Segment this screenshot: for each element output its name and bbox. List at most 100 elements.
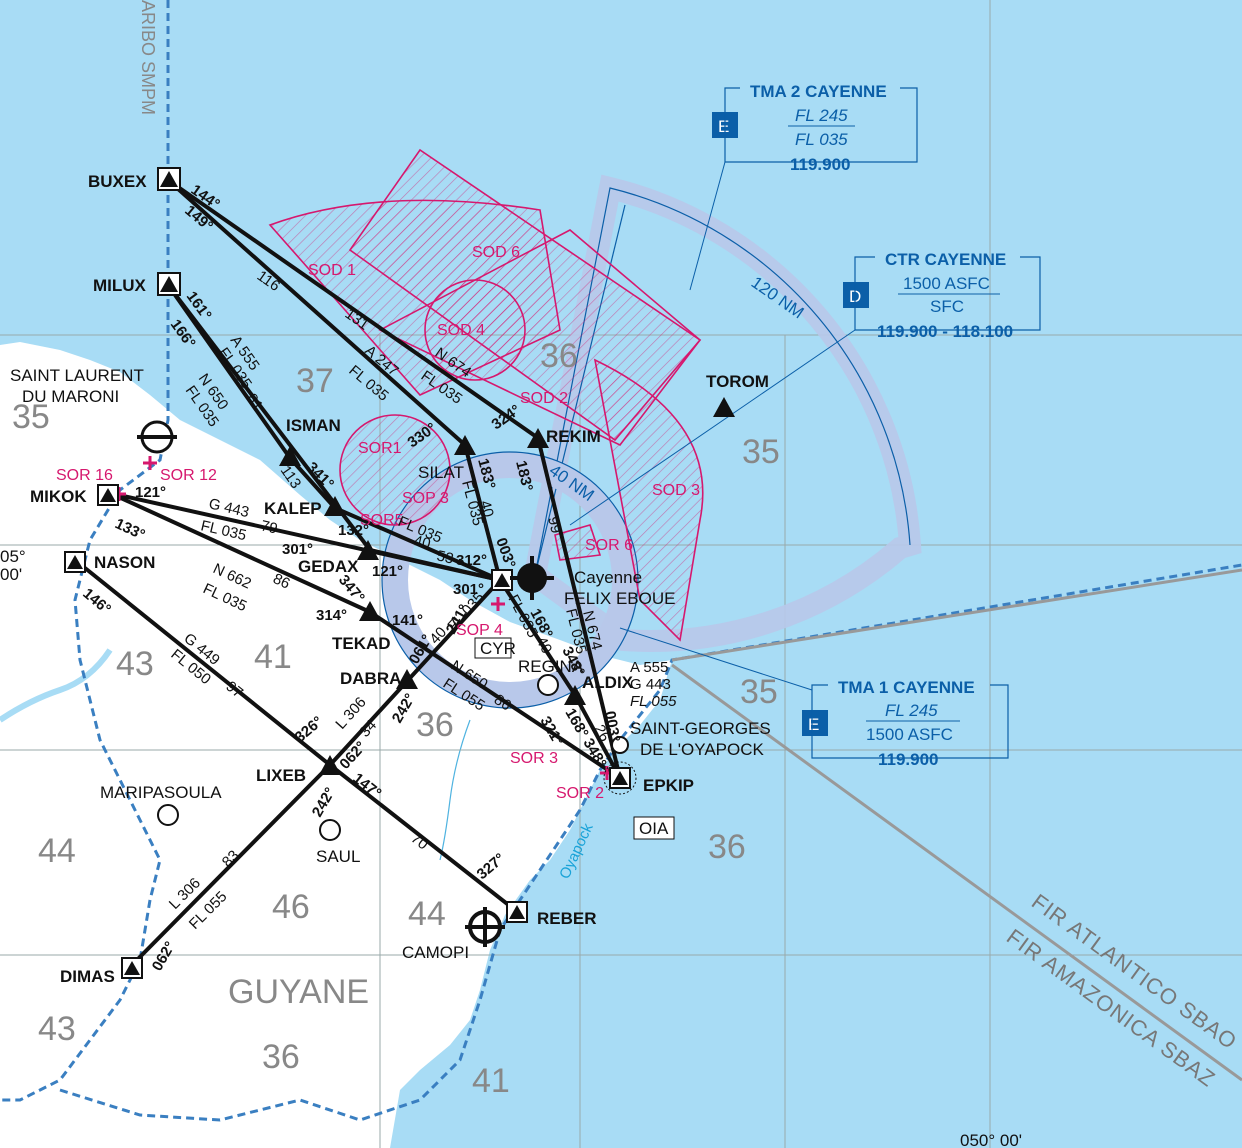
code-cyr: CYR [480, 639, 516, 658]
course-314: 314° [316, 607, 347, 624]
route-97: 97 [222, 678, 246, 702]
grid-alt-6: 41 [254, 638, 292, 676]
waypoint-isman: ISMAN [286, 416, 341, 435]
grid-alt-10: 46 [272, 888, 310, 926]
sod1-label: SOD 1 [308, 262, 356, 279]
sor16-label: SOR 16 [56, 467, 113, 484]
sod3-label: SOD 3 [652, 482, 700, 499]
town-saint-laurent-2: DU MARONI [22, 387, 119, 406]
grid-alt-14: 36 [262, 1038, 300, 1076]
waypoint-milux: MILUX [93, 276, 147, 295]
sop4-label: SOP 4 [456, 622, 503, 639]
restricted-points [112, 456, 614, 780]
sod6-label: SOD 6 [472, 244, 520, 261]
code-oia: OIA [639, 819, 669, 838]
waypoint-symbols [64, 167, 735, 979]
cyr-box [474, 637, 512, 659]
tma1-freq: 119.900 [878, 750, 939, 769]
waypoint-kalep: KALEP [264, 499, 322, 518]
tma2-class: E [718, 117, 729, 136]
route-g443-b: G 443 [630, 676, 671, 693]
course-121-b: 121° [372, 563, 403, 580]
sor2-label: SOR 2 [556, 785, 604, 802]
tma1-class: E [808, 715, 819, 734]
grid-alt-3: 35 [12, 398, 50, 436]
ctr-lower: SFC [930, 297, 964, 316]
oia-box [633, 816, 675, 840]
grid-alt-1: 37 [296, 362, 334, 400]
region-guyane: GUYANE [228, 973, 369, 1011]
route-99: 99 [544, 515, 565, 535]
route-86: 86 [270, 570, 292, 592]
route-fl055-c: FL 055 [630, 693, 677, 710]
tma1-title: TMA 1 CAYENNE [838, 678, 975, 697]
grid-alt-9: 44 [38, 832, 76, 870]
town-saint-laurent-1: SAINT LAURENT [10, 366, 144, 385]
waypoint-epkip: EPKIP [643, 776, 694, 795]
coord-lat-2: 00' [0, 565, 22, 584]
grid-altitudes: 37 36 35 35 43 41 36 35 44 46 44 36 43 3… [12, 337, 780, 1100]
grid-alt-2: 36 [540, 337, 578, 375]
sod4-label: SOD 4 [437, 322, 485, 339]
waypoint-dabra: DABRA [340, 669, 401, 688]
river-oyapock-tributary [439, 719, 471, 861]
epkip-ring [603, 761, 637, 795]
grid-alt-11: 44 [408, 895, 446, 933]
town-maripasoula: MARIPASOULA [100, 783, 222, 802]
town-saul: SAUL [316, 847, 360, 866]
grid-alt-8: 35 [740, 673, 778, 711]
town-regina: REGINA [518, 657, 584, 676]
town-cayenne-1: Cayenne [574, 568, 642, 587]
waypoint-aldix: ALDIX [582, 673, 634, 692]
route-86-b: 86 [491, 691, 514, 714]
course-141: 141° [392, 612, 423, 629]
town-camopi: CAMOPI [402, 943, 469, 962]
fir-boundary [671, 568, 1242, 662]
border-label: ARIBO SMPM [138, 0, 158, 115]
land-guyane [0, 342, 672, 1148]
course-301-a: 301° [282, 541, 313, 558]
route-26: 26 [590, 722, 613, 745]
town-cayenne-2: FELIX EBOUE [564, 589, 675, 608]
grid-alt-12: 36 [708, 828, 746, 866]
grid-alt-4: 35 [742, 433, 780, 471]
course-301-b: 301° [453, 581, 484, 598]
waypoint-lixeb: LIXEB [256, 766, 306, 785]
tma1-lower: 1500 ASFC [866, 725, 953, 744]
course-312: 312° [456, 552, 487, 569]
coord-lat-1: 05° [0, 547, 26, 566]
sor1-label: SOR1 [358, 440, 402, 457]
ctr-box: D CTR CAYENNE 1500 ASFC SFC 119.900 - 11… [843, 250, 1041, 341]
tma2-freq: 119.900 [790, 155, 851, 174]
town-saint-georges-1: SAINT-GEORGES [630, 719, 771, 738]
waypoint-nason: NASON [94, 553, 155, 572]
course-121-a: 121° [135, 484, 166, 501]
route-81: 81 [243, 391, 266, 414]
waypoint-silat: SILAT [418, 463, 464, 482]
waypoint-gedax: GEDAX [298, 557, 359, 576]
town-saint-georges-2: DE L'OYAPOCK [640, 740, 765, 759]
ctr-freq: 119.900 - 118.100 [877, 322, 1013, 341]
route-40-a: 40 [476, 499, 497, 520]
tma2-title: TMA 2 CAYENNE [750, 82, 887, 101]
waypoint-dimas: DIMAS [60, 967, 115, 986]
river [0, 648, 113, 723]
airport-symbols [137, 420, 629, 947]
waypoint-rekim: REKIM [546, 427, 601, 446]
coord-lon: 050° 00' [960, 1131, 1022, 1148]
border-south-east [59, 563, 1242, 1122]
route-79: 79 [259, 517, 279, 537]
course-132: 132° [338, 522, 369, 539]
grid-alt-15: 41 [472, 1062, 510, 1100]
sor3-label: SOR 3 [510, 750, 558, 767]
waypoint-reber: REBER [537, 909, 597, 928]
sor5-label: SOR5 [360, 512, 404, 529]
border-west [0, 0, 170, 1102]
ctr-title: CTR CAYENNE [885, 250, 1006, 269]
route-40-b: 40 [412, 532, 432, 552]
tma1-upper: FL 245 [885, 701, 938, 720]
tma1-box: E TMA 1 CAYENNE FL 245 1500 ASFC 119.900 [802, 678, 1009, 769]
grid-alt-5: 43 [116, 645, 154, 683]
sop3-label: SOP 3 [402, 490, 449, 507]
